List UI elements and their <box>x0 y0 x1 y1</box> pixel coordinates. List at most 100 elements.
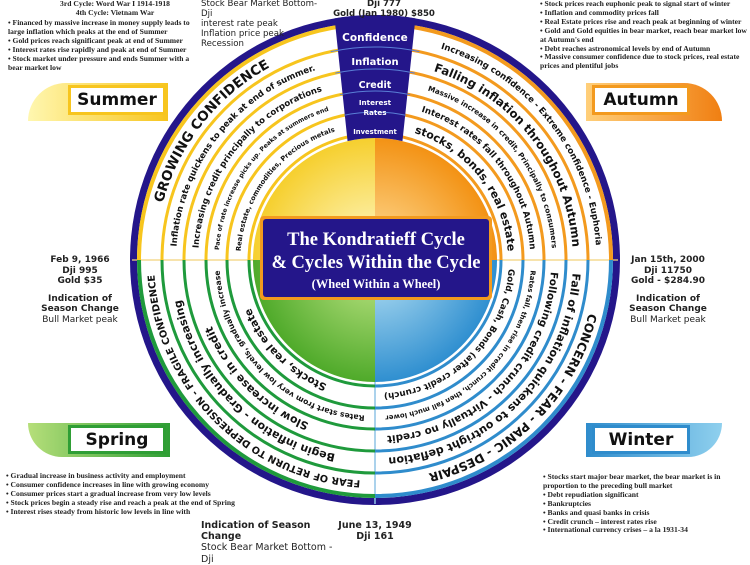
info-line: Gold (Jan 1980) $850 <box>333 9 435 20</box>
autumn-ring-separator <box>374 89 546 261</box>
wedge-label: Interest <box>359 98 392 107</box>
autumn-label: Autumn <box>592 85 690 115</box>
summer-label: Summer <box>68 85 166 115</box>
marker-line: Gold - $284.90 <box>630 276 706 287</box>
autumn-ring-separator <box>374 67 568 261</box>
season-change-heading: Indication of Season Change <box>201 520 311 543</box>
note-item: • Gradual increase in business activity … <box>6 471 186 480</box>
info-line: Inflation price peak <box>201 29 284 40</box>
note-item: • Gold and Gold equities in bear market,… <box>540 25 747 44</box>
wedge-label: Investment <box>353 128 397 136</box>
info-line: Dji 777 <box>367 0 401 9</box>
wedge-separator <box>335 68 415 74</box>
note-item: • Massive consumer confidence due to sto… <box>540 52 740 71</box>
note-item: • Financed by massive increase in money … <box>8 18 190 36</box>
spring-ring-separator <box>204 259 376 431</box>
note-item: • Bankruptcies <box>543 498 592 508</box>
note-item: • Interest rises steady from historic lo… <box>6 506 191 516</box>
winter-notes: • Stocks start major bear market, the be… <box>543 472 750 535</box>
marker-heading: Indication of <box>48 293 112 304</box>
season-change-date: June 13, 1949 <box>338 520 412 531</box>
marker-line: Dji 995 <box>62 265 98 276</box>
winter-ring-separator <box>374 259 568 453</box>
wedge-separator <box>344 111 406 116</box>
right-marker: Jan 15th, 2000 Dji 11750 Gold - $284.90 … <box>613 255 723 326</box>
cycle-line: 4th Cycle: Vietnam War <box>75 7 155 17</box>
autumn-ring-separator <box>374 22 613 261</box>
top-wedge: ConfidenceInflationCreditInterestRatesIn… <box>330 14 420 142</box>
summer-ring-separator <box>137 22 376 261</box>
spring-label: Spring <box>68 425 166 454</box>
season-change-sub: Stock Bear Market Bottom - Dji <box>201 542 333 565</box>
wedge-separator <box>339 90 411 96</box>
winter-ring-separator <box>374 259 503 388</box>
summer-ring-separator <box>182 67 376 261</box>
winter-ring-separator <box>374 259 546 431</box>
marker-line: Jan 15th, 2000 <box>631 255 705 265</box>
spring-ring-separator <box>225 259 376 410</box>
note-item: • Debt repudiation significant <box>543 489 639 499</box>
note-item: • Real Estate prices rise and reach peak… <box>540 16 742 26</box>
marker-heading: Season Change <box>41 304 119 315</box>
wedge-separator <box>330 46 420 53</box>
marker-line: Dji 11750 <box>643 265 693 276</box>
title-box <box>263 219 489 297</box>
wedge-label: Credit <box>359 80 392 91</box>
marker-line: Gold $35 <box>57 276 103 287</box>
autumn-ring-separator <box>374 110 525 261</box>
bottom-center-right: June 13, 1949 Dji 161 <box>330 520 420 542</box>
summer-notes: • Financed by massive increase in money … <box>8 18 192 72</box>
marker-heading: Indication of <box>636 293 700 304</box>
top-center-right: Dji 777 Gold (Jan 1980) $850 <box>332 0 436 19</box>
marker-heading: Season Change <box>629 304 707 315</box>
note-item: • Consumer prices start a gradual increa… <box>6 488 211 498</box>
note-item: • Interest rates rise rapidly and peak a… <box>8 44 187 54</box>
spring-ring-separator <box>160 259 376 475</box>
note-item: • Inflation and commodity prices fall <box>540 7 659 17</box>
summer-ring-separator <box>204 89 376 261</box>
autumn-notes: • Stock prices reach euphonic peak to si… <box>540 0 750 71</box>
winter-ring-separator <box>374 259 525 410</box>
season-change-dji: Dji 161 <box>356 531 394 543</box>
note-item: • Stock market under pressure and ends S… <box>8 53 190 72</box>
marker-note: Bull Market peak <box>42 314 118 325</box>
note-item: • Credit crunch – interest rates rise <box>543 516 657 526</box>
spring-notes: • Gradual increase in business activity … <box>6 471 254 517</box>
info-line: interest rate peak <box>201 19 278 30</box>
marker-line: Feb 9, 1966 <box>50 255 110 265</box>
note-item: • Gold prices reach significant peak at … <box>8 35 183 45</box>
note-item: • Stocks start major bear market, the be… <box>543 472 721 490</box>
wedge-label: Confidence <box>342 32 408 44</box>
note-item: • Stock prices reach euphonic peak to si… <box>540 0 731 8</box>
bottom-center-left: Indication of Season Change Stock Bear M… <box>201 520 341 565</box>
cycle-line: 3rd Cycle: Word War I 1914-1918 <box>60 0 170 8</box>
left-marker: Feb 9, 1966 Dji 995 Gold $35 Indication … <box>25 255 135 326</box>
note-item: • Stock prices begin a steady rise and r… <box>6 497 235 507</box>
kondratieff-wheel: ConfidenceInflationCreditInterestRatesIn… <box>130 14 620 505</box>
autumn-ring-separator <box>374 45 590 261</box>
note-item: • Consumer confidence increases in line … <box>6 479 210 489</box>
info-line: Stock Bear Market Bottom-Dji <box>201 0 318 20</box>
note-item: • Debt reaches astronomical levels by en… <box>540 43 711 53</box>
wedge-label: Inflation <box>351 57 398 68</box>
summer-ring-separator <box>225 110 376 261</box>
wedge-shape <box>334 14 416 142</box>
winter-ring-separator <box>374 259 590 475</box>
winter-label: Winter <box>592 425 690 454</box>
note-item: • Banks and quasi banks in crisis <box>543 507 650 517</box>
marker-note: Bull Market peak <box>630 314 706 325</box>
spring-ring-separator <box>137 259 376 498</box>
info-line: Recession <box>201 39 244 50</box>
title-line3: (Wheel Within a Wheel) <box>312 277 441 291</box>
note-item: • International currency crises – a la 1… <box>543 525 688 535</box>
winter-ring-separator <box>374 259 613 498</box>
title-line1: The Kondratieff Cycle <box>287 230 465 250</box>
summer-cycles: 3rd Cycle: Word War I 1914-1918 4th Cycl… <box>20 0 210 18</box>
summer-ring-separator <box>160 45 376 261</box>
title-line2: & Cycles Within the Cycle <box>272 253 481 273</box>
wedge-label: Rates <box>364 108 387 117</box>
spring-ring-separator <box>182 259 376 453</box>
spring-ring-separator <box>247 259 376 388</box>
top-center-left: Stock Bear Market Bottom-Dji interest ra… <box>201 0 326 49</box>
